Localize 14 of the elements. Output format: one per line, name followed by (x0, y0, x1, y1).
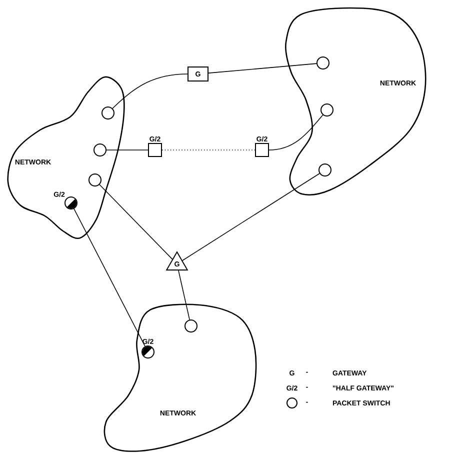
packet-switch-circle (88, 174, 102, 186)
packet-switch-circle (320, 104, 334, 116)
packet-switch-circle (318, 164, 332, 176)
connector-line (99, 184, 173, 260)
connector-line (178, 270, 190, 320)
connector-line (208, 63, 317, 74)
connector-line (182, 173, 320, 261)
packet-switch-circle (94, 144, 106, 156)
packet-switch-circle (316, 56, 330, 70)
packet-switch-circle (184, 320, 198, 332)
packet-switch-circle (102, 106, 114, 120)
connector-line (74, 208, 146, 347)
connector-line (112, 74, 188, 109)
connector-line (268, 114, 324, 150)
